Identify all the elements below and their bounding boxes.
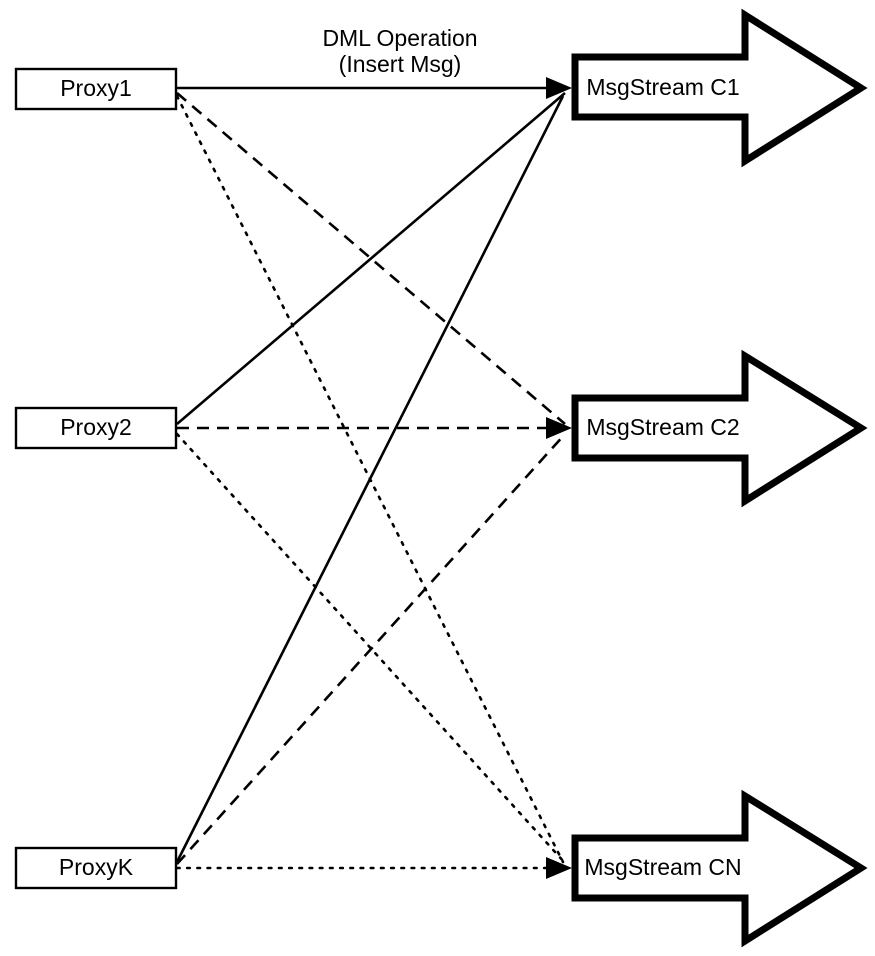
proxy-node-proxy2[interactable]: Proxy2 — [14, 406, 178, 450]
proxy-box-proxy1 — [14, 67, 178, 111]
flow-label-line2: (Insert Msg) — [339, 51, 462, 77]
arrowhead-c2 — [546, 417, 572, 439]
edge-proxyk-to-c2 — [176, 433, 566, 865]
edge-proxyk-to-c1 — [175, 95, 565, 863]
flow-label-line1: DML Operation — [322, 25, 477, 51]
arrowhead-cn — [546, 857, 572, 879]
stream-label-msgstream-c2: MsgStream C2 — [586, 414, 739, 440]
edge-proxy2-to-c1 — [176, 92, 566, 425]
stream-label-msgstream-c1: MsgStream C1 — [586, 74, 739, 100]
stream-node-msgstream-cn[interactable]: MsgStream CN — [571, 789, 868, 948]
stream-node-msgstream-c2[interactable]: MsgStream C2 — [571, 349, 868, 508]
proxy-label-proxyk: ProxyK — [59, 854, 134, 880]
stream-arrow-shape-msgstream-cn — [571, 789, 868, 948]
edge-proxy1-to-c2 — [176, 92, 566, 425]
proxy-box-proxyk — [14, 846, 178, 890]
msgstream-nodes-layer: MsgStream C1 MsgStream C2 MsgStream CN — [571, 8, 868, 948]
stream-label-msgstream-cn: MsgStream CN — [584, 854, 741, 880]
proxy-node-proxy1[interactable]: Proxy1 — [14, 67, 178, 111]
proxy-box-proxy2 — [14, 406, 178, 450]
proxy-label-proxy1: Proxy1 — [60, 75, 132, 101]
proxy-node-proxyk[interactable]: ProxyK — [14, 846, 178, 890]
flow-label-group: DML Operation (Insert Msg) — [322, 25, 477, 77]
stream-node-msgstream-c1[interactable]: MsgStream C1 — [571, 8, 868, 168]
edges-layer — [175, 86, 569, 870]
proxy-label-proxy2: Proxy2 — [60, 414, 132, 440]
arrowheads-layer — [546, 77, 572, 879]
arrowhead-c1 — [546, 77, 572, 99]
stream-arrow-shape-msgstream-c2 — [571, 349, 868, 508]
stream-arrow-shape-msgstream-c1 — [571, 8, 868, 168]
